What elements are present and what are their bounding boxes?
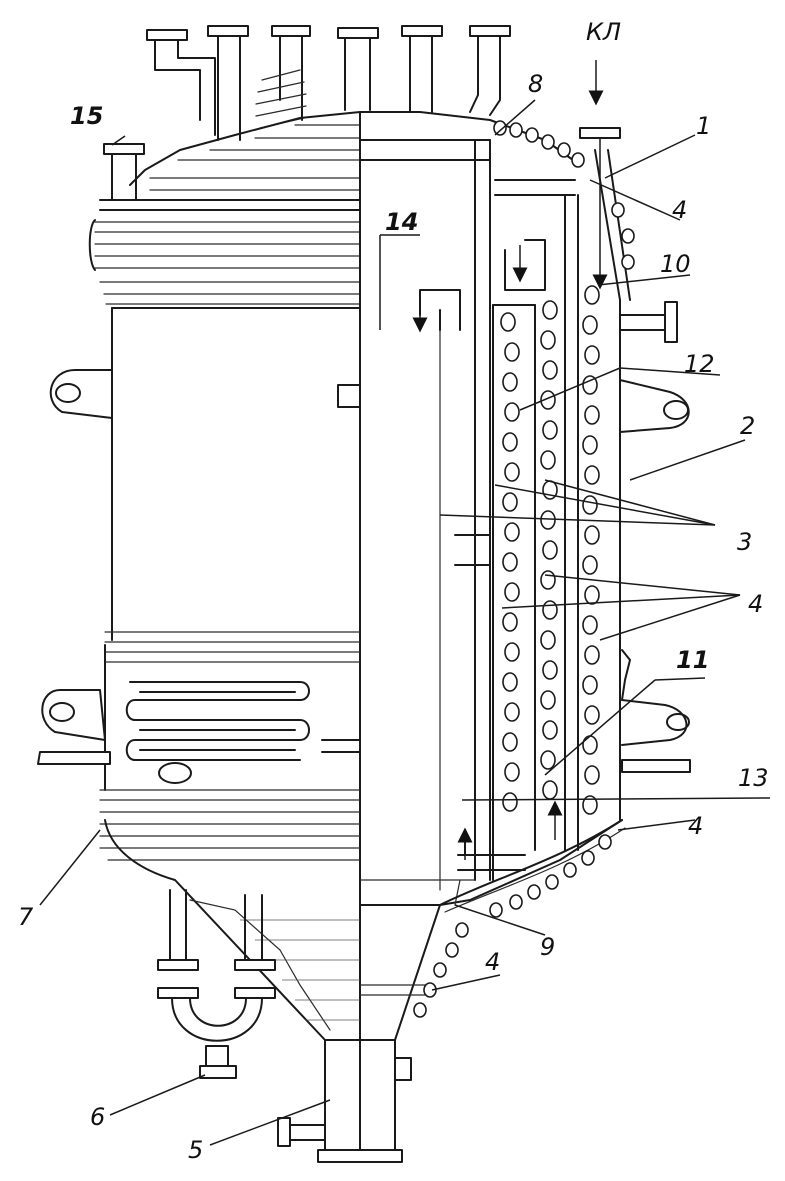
label-5: 5 bbox=[188, 1136, 203, 1164]
label-3: 3 bbox=[737, 528, 752, 556]
right-support-lug bbox=[619, 379, 690, 433]
coil-head-row bbox=[493, 120, 635, 270]
internal-assembly bbox=[337, 60, 691, 913]
label-15: 15 bbox=[70, 102, 103, 130]
u-pipe-drain bbox=[157, 889, 276, 1079]
left-bottom-bands bbox=[37, 631, 361, 861]
label-9: 9 bbox=[540, 933, 555, 961]
bottom-cone bbox=[104, 819, 623, 1041]
bottom-outlet bbox=[277, 1039, 412, 1163]
label-6: 6 bbox=[90, 1103, 105, 1131]
coil-column-b bbox=[540, 300, 558, 800]
label-4-cone: 4 bbox=[485, 948, 500, 976]
label-10: 10 bbox=[660, 250, 691, 278]
label-4-top: 4 bbox=[672, 196, 687, 224]
top-nozzles bbox=[146, 25, 511, 141]
label-7: 7 bbox=[18, 903, 34, 931]
label-kl: КЛ bbox=[586, 18, 621, 46]
label-4-low: 4 bbox=[688, 812, 703, 840]
left-top-bands bbox=[88, 199, 361, 305]
label-2: 2 bbox=[740, 412, 755, 440]
left-support-lug bbox=[49, 369, 113, 419]
label-4-mid: 4 bbox=[748, 590, 763, 618]
label-14: 14 bbox=[385, 208, 418, 236]
coil-bottom-row bbox=[413, 834, 612, 1018]
label-12: 12 bbox=[684, 350, 715, 378]
label-1: 1 bbox=[696, 112, 711, 140]
leader-lines bbox=[39, 99, 771, 1146]
label-8: 8 bbox=[528, 70, 543, 98]
coil-column-c bbox=[582, 285, 600, 815]
label-11: 11 bbox=[676, 646, 709, 674]
coil-column-a bbox=[500, 312, 520, 812]
top-head bbox=[103, 111, 581, 201]
label-13: 13 bbox=[738, 764, 769, 792]
part-labels: КЛ 1 8 4 10 14 15 12 2 3 4 11 13 4 9 4 7… bbox=[18, 18, 769, 1164]
